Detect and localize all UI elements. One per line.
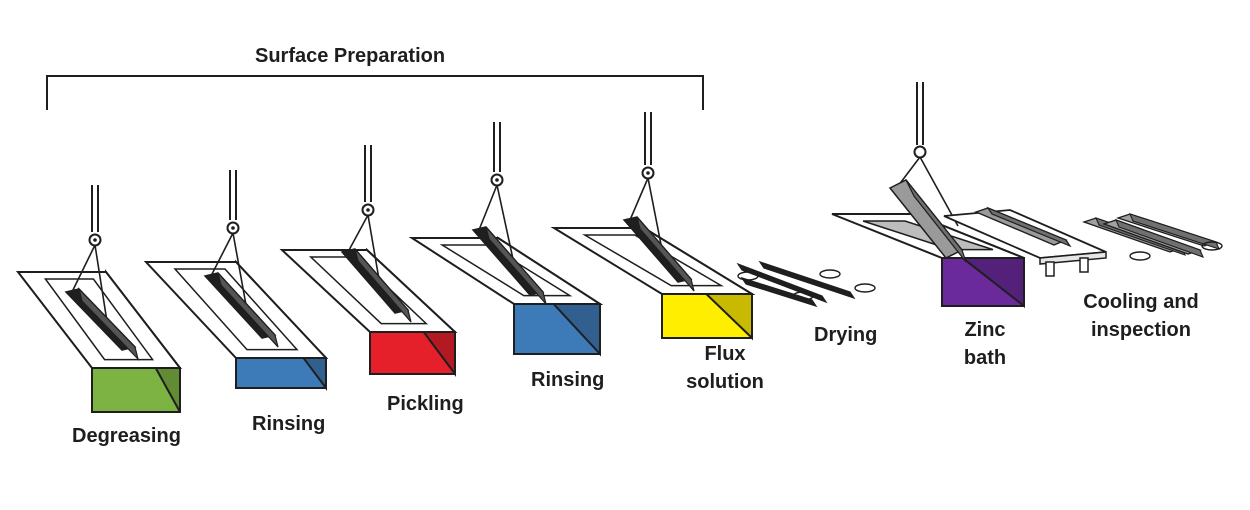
workpiece-flux: [622, 112, 695, 292]
flux-label-line-2: solution: [686, 371, 764, 393]
table-edge: [1039, 251, 1107, 265]
step-label-zinc-bath: Zinc bath: [950, 316, 1020, 372]
chain-loop: [1201, 241, 1223, 251]
sling: [478, 184, 498, 231]
tank-rinsing-2: [408, 236, 604, 357]
chain-loop: [819, 269, 841, 279]
table-leg: [1079, 257, 1089, 273]
sling: [71, 244, 96, 293]
cooled-beam-flange: [986, 206, 1072, 248]
cooling-label-line-1: Cooling and: [1083, 291, 1199, 313]
drying-beam: [758, 260, 856, 300]
step-label-flux-solution: Flux solution: [668, 340, 782, 396]
step-label-rinsing-2: Rinsing: [531, 369, 605, 391]
beam-flange: [485, 226, 547, 305]
surface-preparation-bracket: [46, 75, 704, 110]
workpiece-rinsing-2: [471, 122, 547, 305]
tank-pickling: [279, 247, 458, 378]
surface-preparation-label: Surface Preparation: [255, 45, 446, 67]
sling: [629, 177, 649, 221]
chain-loop: [1129, 251, 1151, 261]
flux-label-line-1: Flux: [704, 343, 746, 365]
step-label-degreasing: Degreasing: [72, 425, 181, 447]
tank-liquid: [582, 234, 724, 287]
beam-flange: [354, 248, 412, 323]
hook-pin: [495, 178, 499, 182]
workpiece-rinsing-1: [203, 170, 279, 348]
tank-flux: [550, 226, 756, 341]
zinc-label-line-1: Zinc: [964, 319, 1006, 341]
inspected-beams: [1081, 213, 1223, 261]
workpiece-zinc-bath: [888, 82, 967, 263]
tank-liquid: [439, 244, 573, 297]
hook-pin: [231, 226, 235, 230]
sling: [94, 244, 109, 329]
sling: [210, 232, 234, 277]
cooling-label-line-2: inspection: [1090, 319, 1191, 341]
beam-flange: [217, 272, 279, 348]
table-leg: [1045, 261, 1055, 277]
inspected-beam-flange: [1114, 219, 1205, 258]
workpiece-pickling: [340, 145, 412, 323]
chain-loop: [854, 283, 876, 293]
drying-beams: [736, 260, 876, 308]
zinc-label-line-2: bath: [963, 347, 1007, 369]
cooling-table: [943, 206, 1107, 277]
chain-loop: [737, 271, 759, 281]
hook-pin: [93, 238, 97, 242]
beam-flange: [77, 286, 140, 362]
tank-degreasing: [15, 269, 183, 413]
hook-pin: [366, 208, 370, 212]
step-label-rinsing-1: Rinsing: [252, 413, 326, 435]
hook-pin: [646, 171, 650, 175]
chain-loop: [792, 291, 814, 301]
step-label-cooling-inspection: Cooling and inspection: [1070, 288, 1212, 344]
beam-flange: [905, 179, 967, 263]
step-label-drying: Drying: [814, 324, 878, 346]
step-label-pickling: Pickling: [387, 393, 464, 415]
beam-flange: [636, 216, 695, 292]
sling: [347, 214, 369, 253]
hook-ring: [913, 145, 927, 159]
workpiece-degreasing: [64, 185, 140, 362]
